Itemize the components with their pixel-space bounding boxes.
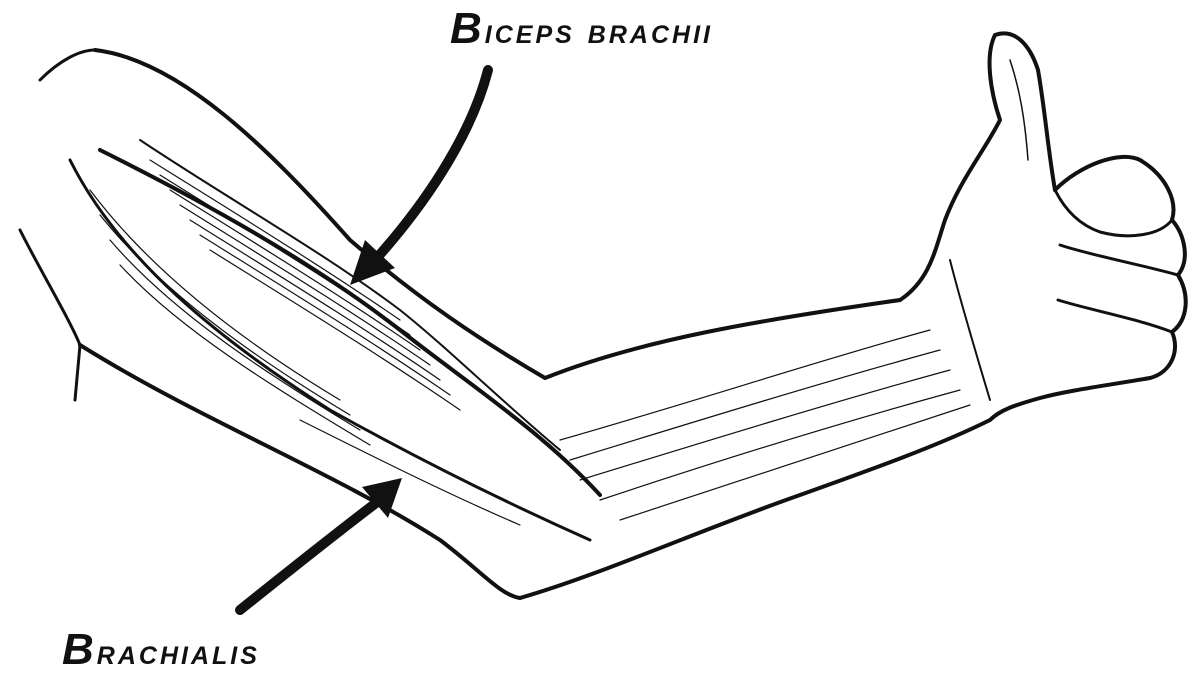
brachialis-arrow: [240, 478, 402, 610]
brachialis-label-rest: RACHIALIS: [97, 631, 260, 672]
biceps-label-rest: ICEPS BRACHII: [485, 10, 713, 51]
forearm-tendons: [560, 330, 970, 520]
biceps-arrow: [350, 70, 488, 285]
biceps-label-initial: B: [450, 4, 485, 53]
biceps-brachii-label: BICEPS BRACHII: [450, 4, 713, 54]
brachialis-label: BRACHIALIS: [62, 625, 260, 675]
brachialis-label-initial: B: [62, 625, 97, 674]
biceps-muscle: [100, 140, 600, 495]
arm-outline: [20, 33, 1186, 598]
